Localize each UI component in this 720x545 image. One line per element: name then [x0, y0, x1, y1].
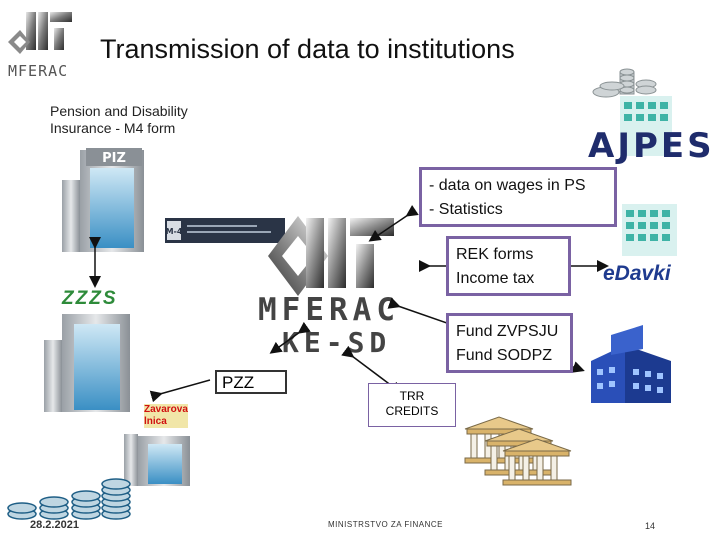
edavki-box-line1: REK forms [456, 246, 534, 263]
piz-building-icon: PIZ [58, 140, 158, 255]
mferac-logo-text: MFERAC [8, 62, 69, 80]
svg-text:PIZ: PIZ [102, 151, 126, 166]
fund-data-box: Fund ZVPSJU Fund SODPZ [446, 313, 573, 373]
edavki-logo: eDavki [603, 262, 671, 285]
pension-label-line2: Insurance - M4 form [50, 120, 176, 136]
ajpes-box-line2: - Statistics [429, 201, 503, 218]
zavarovalnica-line2: lnica [144, 416, 167, 427]
coin-stacks-icon [4, 478, 144, 522]
center-mferac-logo [268, 188, 398, 298]
footer-date: 28.2.2021 [30, 519, 79, 531]
zavarovalnica-line1: Zavarova [144, 404, 188, 415]
bank-buildings-icon [455, 415, 575, 490]
pension-label: Pension and Disability Insurance - M4 fo… [50, 103, 188, 137]
ajpes-building-icon [610, 92, 690, 162]
coins-icon [590, 62, 665, 102]
fund-building-icon [585, 325, 677, 405]
center-logo-line2: KE-SD [282, 326, 392, 359]
m4-form-icon: M-4 [165, 218, 285, 243]
fund-box-line2: Fund SODPZ [456, 347, 553, 364]
zzzs-building-icon [40, 310, 140, 415]
mferac-logo [4, 6, 84, 78]
page-number: 14 [645, 521, 656, 531]
edavki-building-icon [612, 202, 687, 257]
trr-box-line2: CREDITS [385, 404, 439, 418]
trr-box-line1: TRR [399, 389, 425, 403]
center-logo-line1: MFERAC [258, 292, 400, 328]
pzz-box: PZZ [215, 370, 287, 394]
zavarovalnica-building-icon [122, 408, 197, 488]
zavarovalnica-label: Zavarova lnica [144, 404, 188, 428]
edavki-box-line2: Income tax [456, 270, 535, 287]
ajpes-logo: AJPES [588, 126, 715, 166]
ajpes-data-box: - data on wages in PS - Statistics [419, 167, 617, 227]
zzzs-logo: ZZZS [62, 288, 118, 309]
pension-label-line1: Pension and Disability [50, 103, 188, 119]
edavki-data-box: REK forms Income tax [446, 236, 571, 296]
ajpes-box-line1: - data on wages in PS [429, 177, 586, 194]
fund-box-line1: Fund ZVPSJU [456, 323, 559, 340]
footer-ministry: MINISTRSTVO ZA FINANCE [328, 520, 444, 529]
trr-credits-box: TRR CREDITS [368, 383, 456, 427]
page-title: Transmission of data to institutions [100, 34, 515, 64]
m4-form-label: M-4 [166, 227, 183, 236]
